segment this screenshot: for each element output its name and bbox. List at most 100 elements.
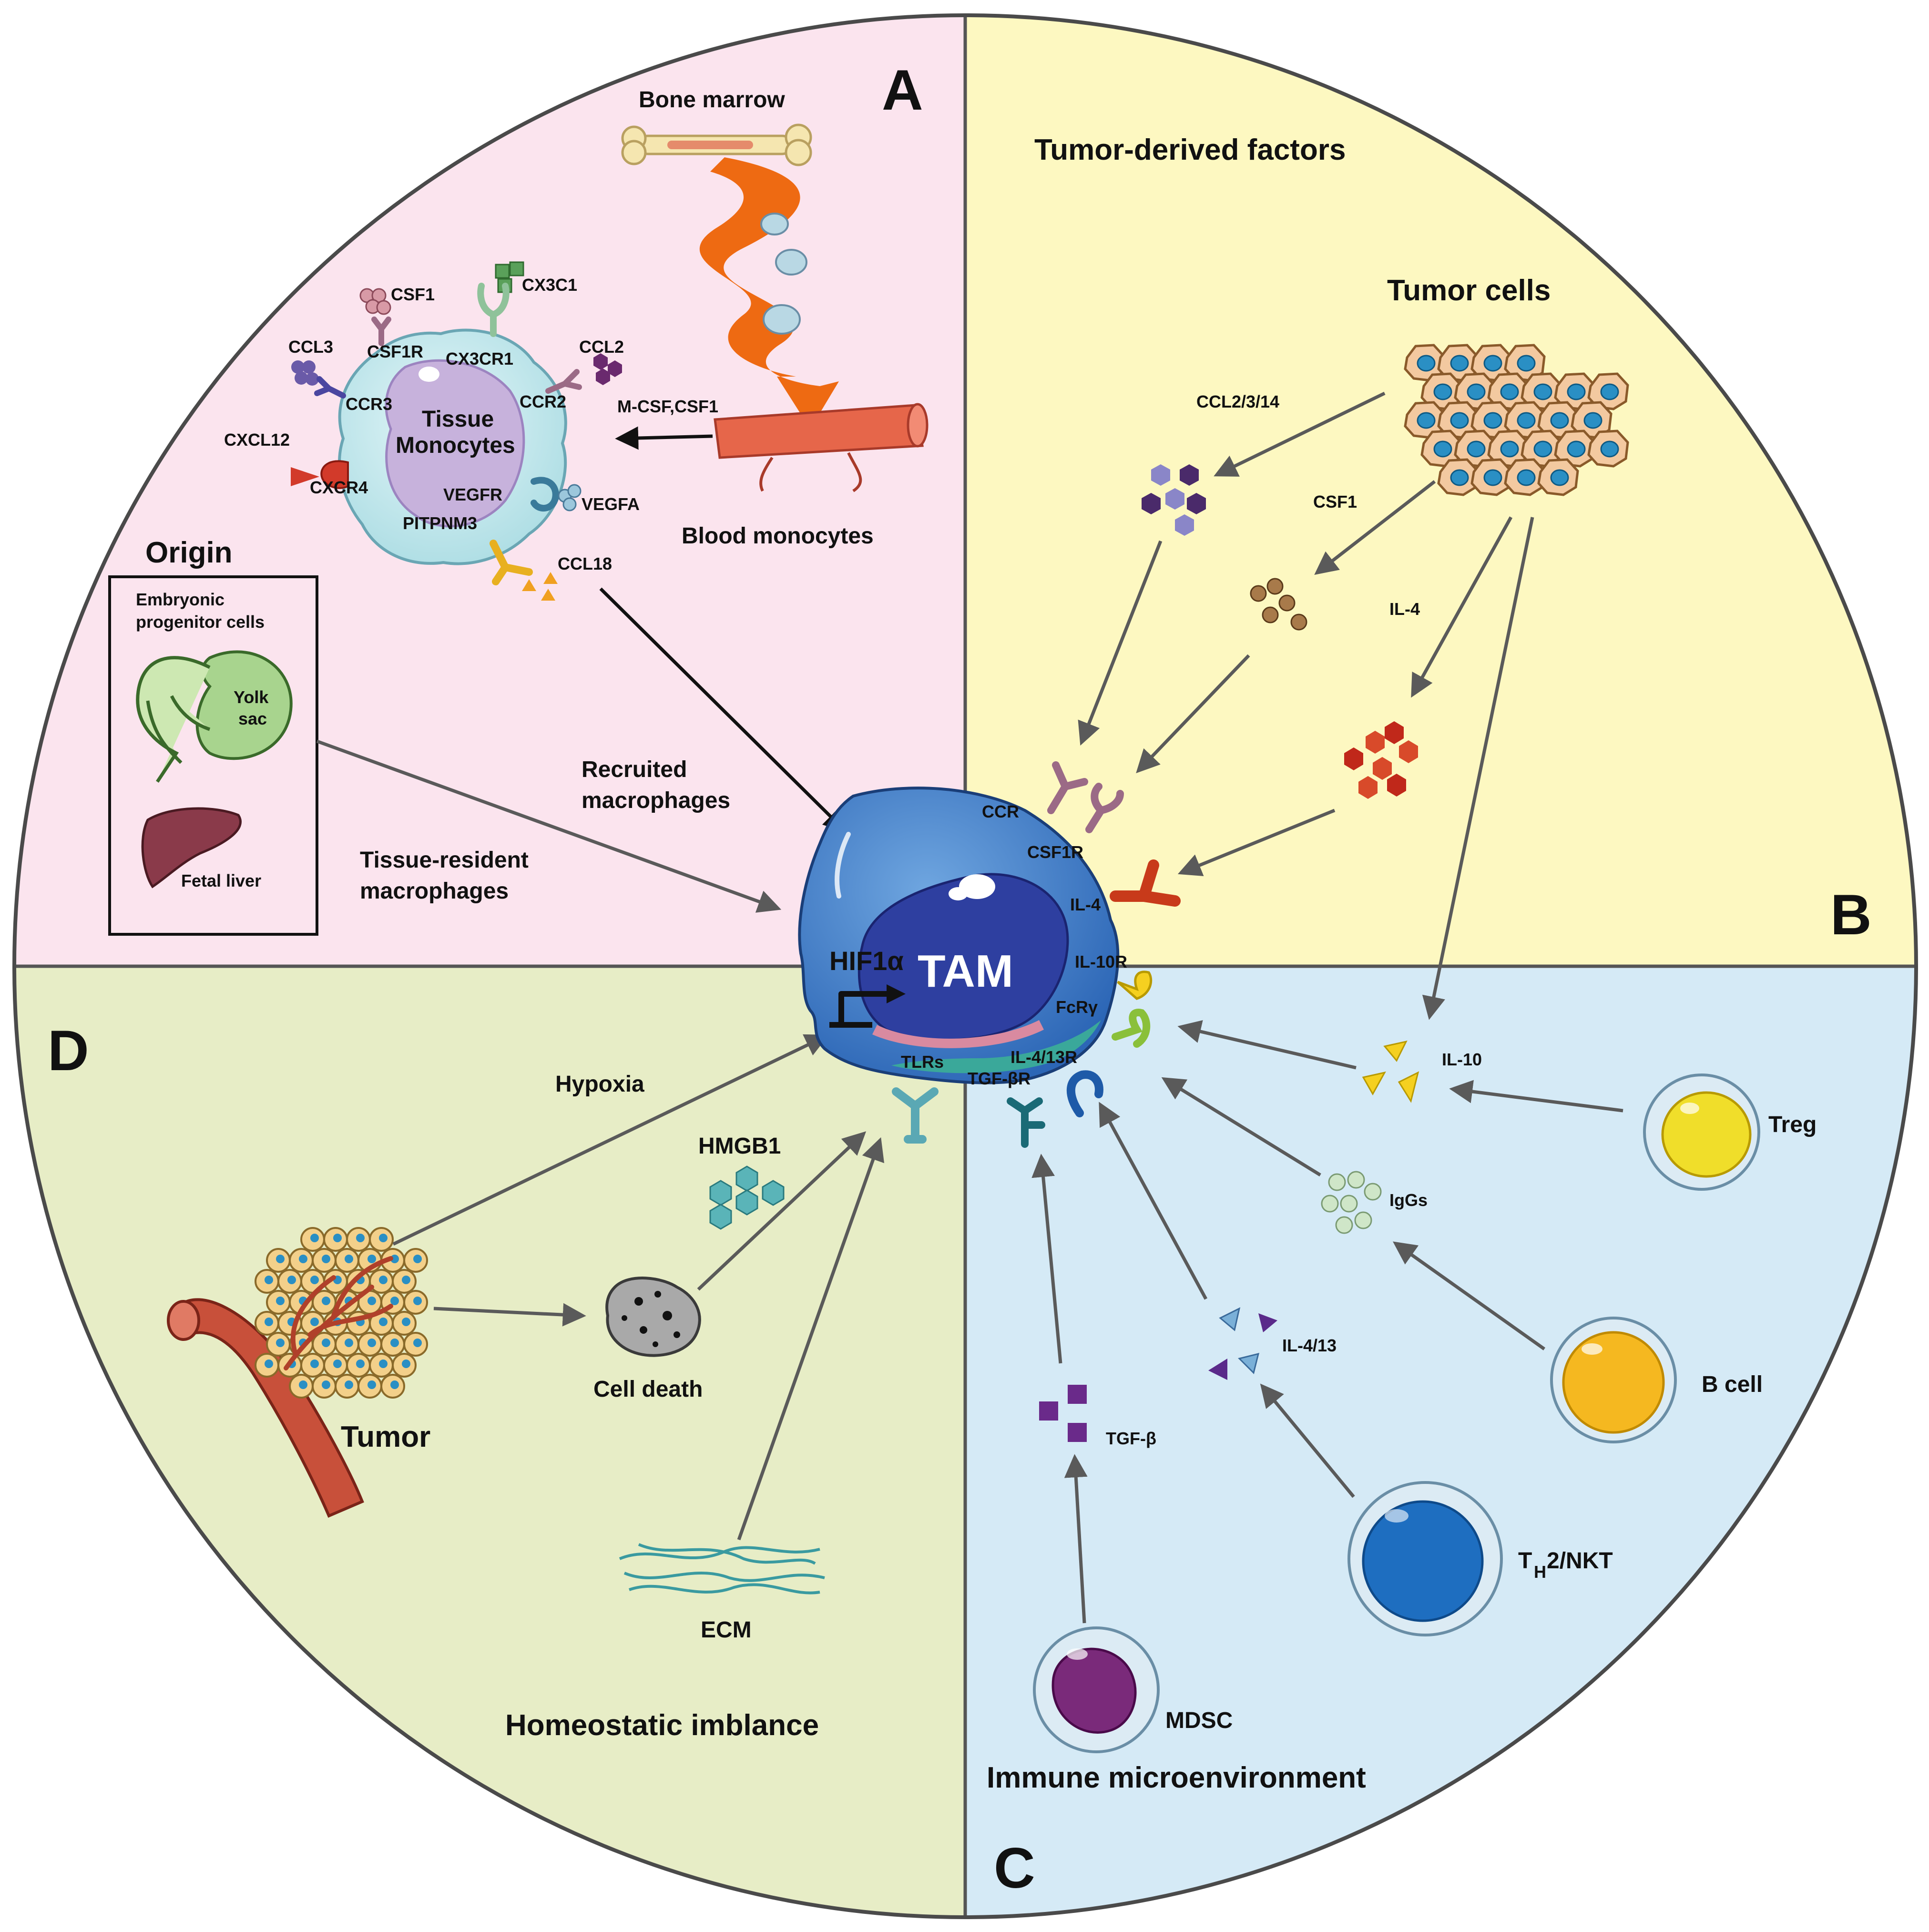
tumor-mass-cell xyxy=(323,1227,348,1252)
outer-circle xyxy=(12,13,1918,1919)
blood-monocyte-cells xyxy=(760,213,807,335)
ccr3-label: CCR3 xyxy=(346,394,392,414)
ccl-arrow xyxy=(1214,391,1386,477)
tumor-mass-cell xyxy=(369,1353,394,1378)
tumor-mass-cell xyxy=(369,1227,394,1252)
tam-label: TAM xyxy=(918,946,1013,997)
tumor-vessel-icon xyxy=(167,1227,428,1518)
bone-icon xyxy=(621,123,812,166)
tumor-mass-cell xyxy=(255,1269,279,1294)
cx3c1-label: CX3C1 xyxy=(522,275,577,295)
recruited-label-2: macrophages xyxy=(582,788,730,813)
tumor-mass-cell xyxy=(335,1332,359,1357)
tumor-mass-cell xyxy=(403,1248,428,1273)
blood-vessel-icon xyxy=(714,403,929,492)
tam-cell xyxy=(798,787,1120,1084)
tumor-cell xyxy=(1537,401,1579,439)
ccr-label: CCR xyxy=(982,802,1019,821)
quadrant-d: Homeostatic imblance Tumor Hypoxia Cell … xyxy=(167,1034,885,1742)
recruited-arrow xyxy=(599,587,847,833)
csf1-arrow-b xyxy=(1314,480,1436,575)
il10-label: IL-10 xyxy=(1442,1050,1482,1069)
igg-ligand-icon xyxy=(1321,1171,1382,1234)
ccl-label: CCL2/3/14 xyxy=(1196,392,1279,411)
tgfb-to-receptor-arrow xyxy=(1031,1154,1062,1364)
treg-label: Treg xyxy=(1768,1112,1817,1137)
tumor-mass-cell xyxy=(403,1332,428,1357)
tumor-cell xyxy=(1554,372,1596,410)
cxcr4-label: CXCR4 xyxy=(310,478,368,497)
th2-label-t: T xyxy=(1518,1548,1532,1574)
mdsc-cell xyxy=(1033,1626,1160,1753)
resident-label-1: Tissue-resident xyxy=(360,848,529,873)
tissue-monocyte-cell xyxy=(338,328,567,565)
tumor-cell xyxy=(1521,429,1562,468)
tumor-label: Tumor xyxy=(341,1421,430,1453)
quadrant-a: Bone marrow Blood monocytes M-CSF,CSF1 xyxy=(108,87,929,936)
mdsc-label: MDSC xyxy=(1165,1708,1233,1733)
tumor-mass-cell xyxy=(392,1311,417,1336)
ccl3-label: CCL3 xyxy=(288,337,333,357)
hmgb1-ligand-icon xyxy=(709,1165,785,1230)
b-cell-label: B cell xyxy=(1702,1372,1763,1397)
fcr-label: FcRγ xyxy=(1056,997,1098,1017)
cx3c1-ligand-icon xyxy=(495,261,524,293)
tumor-mass-cell xyxy=(266,1332,291,1357)
tumor-mass-cell xyxy=(289,1374,314,1399)
homeostatic-imbalance-title: Homeostatic imblance xyxy=(505,1709,819,1742)
il413r-receptor-icon xyxy=(1066,1070,1103,1117)
mdsc-to-tgfb-arrow xyxy=(1064,1454,1088,1624)
quadrant-letter-c: C xyxy=(994,1836,1035,1900)
pitpnm3-label: PITPNM3 xyxy=(403,513,477,533)
tumor-mass-cell xyxy=(266,1248,291,1273)
hif1a-label: HIF1α xyxy=(829,946,904,976)
quadrant-letter-a: A xyxy=(882,58,923,122)
bcell-to-igg-arrow xyxy=(1393,1241,1546,1350)
ecm-fibers-icon xyxy=(619,1543,825,1595)
tlr-receptor-icon xyxy=(892,1087,939,1144)
il4-receptor-label: IL-4 xyxy=(1070,895,1101,914)
il10-to-receptor-arrow xyxy=(1177,1020,1357,1070)
il413-ligand-icon xyxy=(1208,1307,1277,1380)
tumor-mass-cell xyxy=(392,1353,417,1378)
tumor-mass-cell xyxy=(312,1374,337,1399)
tumor-mass-cell xyxy=(255,1311,279,1336)
th2-nkt-cell xyxy=(1347,1481,1503,1636)
tumor-cell xyxy=(1404,344,1446,382)
csf1r-label-tam: CSF1R xyxy=(1027,842,1083,862)
tumor-mass-cell xyxy=(357,1332,382,1357)
tumor-mass-cell xyxy=(403,1290,428,1315)
tumor-mass-cell xyxy=(277,1269,302,1294)
quadrant-letter-b: B xyxy=(1830,883,1872,947)
il10r-label: IL-10R xyxy=(1075,952,1127,971)
tumor-cell xyxy=(1587,429,1629,468)
il413r-label: IL-4/13R xyxy=(1010,1047,1077,1067)
cxcl12-label: CXCL12 xyxy=(224,430,290,450)
tumor-mass-cell xyxy=(255,1353,279,1378)
bone-marrow-label: Bone marrow xyxy=(639,87,785,112)
tumor-mass-cell xyxy=(312,1332,337,1357)
tissue-monocytes-label-1: Tissue xyxy=(422,407,494,432)
vegfr-receptor-icon xyxy=(531,477,559,512)
th2-label-sub: H xyxy=(1534,1562,1546,1582)
il4-ligand-icon xyxy=(1344,721,1418,799)
ccl2-ligand-icon xyxy=(593,353,622,385)
tumor-cell xyxy=(1554,429,1596,468)
embryonic-label-1: Embryonic xyxy=(136,590,225,609)
tumor-mass-cell xyxy=(323,1353,348,1378)
ccr3-receptor-icon xyxy=(314,376,346,399)
tumor-mass-cell xyxy=(380,1374,405,1399)
cx3cr1-label: CX3CR1 xyxy=(446,349,513,368)
ccl18-label: CCL18 xyxy=(558,554,612,573)
tumor-cells-cluster xyxy=(1404,344,1629,496)
igg-to-receptor-arrow xyxy=(1161,1077,1321,1176)
death-to-tlr-arrow xyxy=(697,1131,867,1291)
il10r-receptor-icon xyxy=(1117,971,1153,1000)
tgfb-label: TGF-β xyxy=(1106,1429,1156,1448)
dead-cell-icon xyxy=(605,1277,701,1357)
resident-arrow xyxy=(316,739,782,913)
ccl-ligand-icon xyxy=(1142,464,1206,536)
tumor-to-il10-arrow xyxy=(1422,517,1534,1020)
vegfa-ligand-icon xyxy=(558,484,582,511)
